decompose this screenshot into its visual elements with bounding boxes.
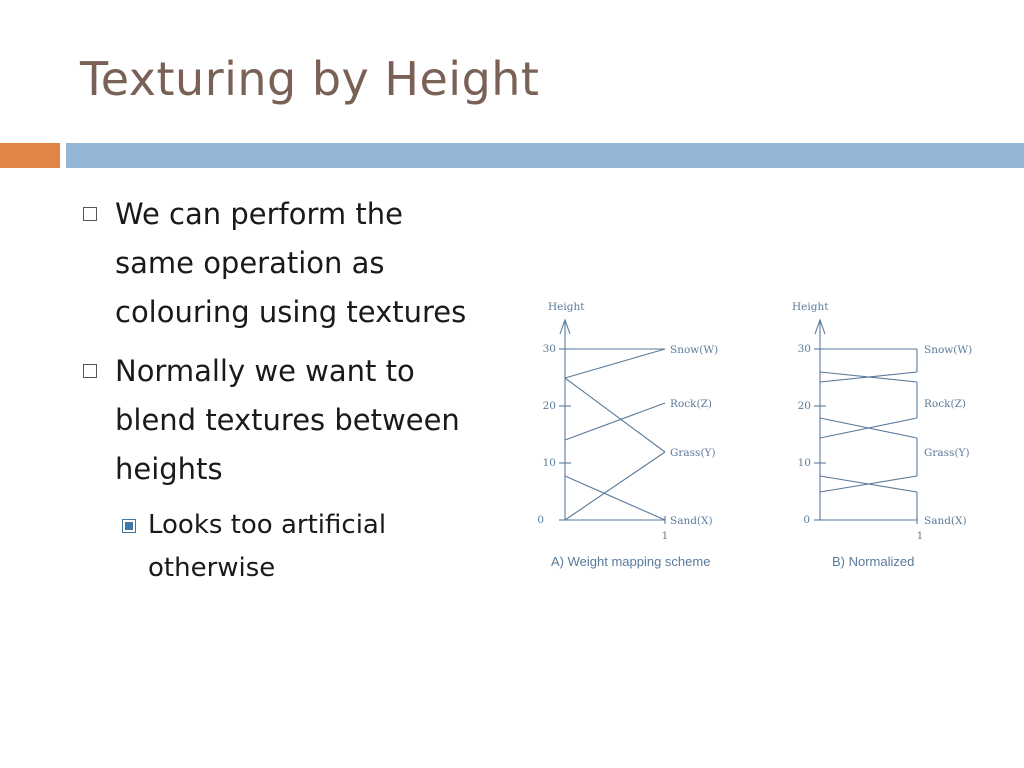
bullet-text: We can perform the same operation as col… xyxy=(115,197,467,329)
panel-a-tick-label: 20 xyxy=(543,400,556,412)
bullet-item: Normally we want to blend textures betwe… xyxy=(80,347,480,494)
square-bullet-icon xyxy=(83,207,97,221)
panel-a-axis-arrow-icon xyxy=(559,318,571,335)
panel-b-tick-label: 0 xyxy=(803,514,810,526)
panel-b-tick-label: 20 xyxy=(798,400,811,412)
panel-b-axis-arrow-icon xyxy=(814,318,826,335)
panel-b-layer-label: Sand(X) xyxy=(924,515,967,527)
panel-b-caption: B) Normalized xyxy=(832,554,914,569)
panel-b-layer-label: Grass(Y) xyxy=(924,447,970,459)
panel-a-caption: A) Weight mapping scheme xyxy=(551,554,710,569)
sub-bullet-item: Looks too artificial otherwise xyxy=(122,504,480,590)
panel-b-layer-label: Snow(W) xyxy=(924,344,972,356)
square-bullet-icon xyxy=(83,364,97,378)
bullet-list: We can perform the same operation as col… xyxy=(80,190,480,590)
panel-b-x-tick-label: 1 xyxy=(917,530,924,542)
sub-bullet-text: Looks too artificial otherwise xyxy=(148,510,387,583)
slide-title: Texturing by Height xyxy=(80,52,540,106)
panel-a-tick-label: 0 xyxy=(537,514,544,526)
panel-b-tick-label: 10 xyxy=(798,457,811,469)
filled-square-bullet-icon xyxy=(122,519,136,533)
accent-bar-blue xyxy=(66,143,1024,168)
panel-a-axis-label: Height xyxy=(548,301,585,313)
panel-a-layer-label: Rock(Z) xyxy=(670,398,712,410)
panel-b-layer-label: Rock(Z) xyxy=(924,398,966,410)
panel-b-tick-label: 30 xyxy=(798,343,811,355)
panel-a-layer-label: Snow(W) xyxy=(670,344,718,356)
panel-a-tick-label: 10 xyxy=(543,457,556,469)
panel-b-axis-label: Height xyxy=(792,301,829,313)
bullet-text: Normally we want to blend textures betwe… xyxy=(115,354,460,486)
panel-b-weight-lines xyxy=(819,348,918,520)
panel-a-x-tick-label: 1 xyxy=(662,530,669,542)
accent-bar-orange xyxy=(0,143,60,168)
panel-a-layer-label: Grass(Y) xyxy=(670,447,716,459)
panel-a-tick-label: 30 xyxy=(543,343,556,355)
bullet-item: We can perform the same operation as col… xyxy=(80,190,480,337)
panel-a-weight-lines xyxy=(564,348,666,521)
height-weight-diagram: Height 0 10 20 30 1 Sand(X) Grass(Y) Roc… xyxy=(537,301,972,569)
panel-a-layer-label: Sand(X) xyxy=(670,515,713,527)
